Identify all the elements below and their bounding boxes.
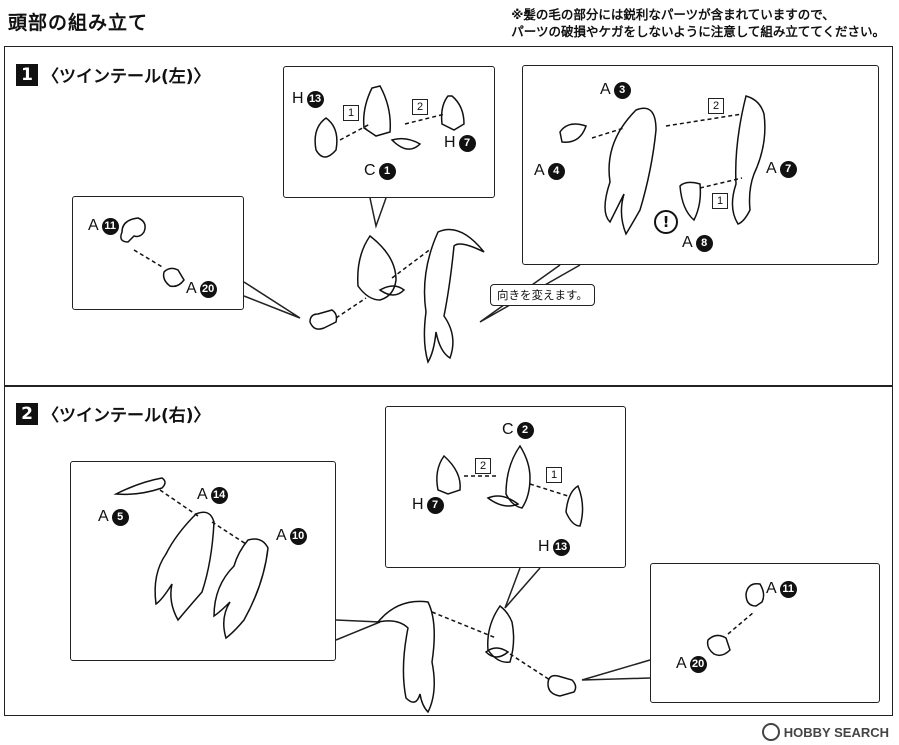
order-box-step2-c-1: 1 (546, 467, 562, 483)
part-a20-right (706, 634, 731, 657)
step-2-header: 2 〈ツインテール(右)〉 (16, 401, 211, 426)
joint-part-right (547, 674, 577, 697)
watermark: HOBBY SEARCH (761, 723, 889, 741)
order-box-step1-h-1: 1 (343, 105, 359, 121)
part-h13-left (314, 117, 338, 158)
step-1-number: 1 (16, 63, 38, 86)
part-a10 (213, 538, 269, 640)
order-box-step1-h-2: 2 (412, 99, 428, 115)
hobby-search-logo-icon (761, 723, 780, 741)
part-a7 (731, 95, 766, 225)
part-a4 (559, 123, 587, 143)
part-h7-right (436, 454, 461, 495)
part-h7-left (440, 95, 465, 131)
part-a11-left (120, 217, 146, 243)
assembly-head-left (357, 234, 397, 301)
part-a11-right (745, 582, 765, 607)
step-2-title: 〈ツインテール(右)〉 (42, 406, 211, 426)
assembly-hair-right (376, 600, 435, 714)
order-box-step1-a-1: 1 (712, 193, 728, 209)
part-a8 (679, 181, 702, 222)
page-title: 頭部の組み立て (8, 12, 149, 34)
part-h13-right (565, 484, 584, 527)
caution-note-line-1: ※髪の毛の部分には鋭利なパーツが含まれていますので、 (511, 7, 835, 22)
caution-note-line-2: パーツの破損やケガをしないように注意して組み立ててください。 (511, 24, 885, 39)
step-1-section (4, 46, 893, 386)
part-a14 (154, 511, 215, 622)
part-c2-right (505, 444, 531, 509)
part-a3 (604, 107, 657, 236)
part-a20-left (162, 267, 185, 288)
part-c1-left (362, 85, 392, 137)
caution-note: ※髪の毛の部分には鋭利なパーツが含まれていますので、 パーツの破損やケガをしない… (511, 6, 885, 40)
order-box-step2-c-2: 2 (475, 458, 491, 474)
assembly-hair-left (423, 228, 485, 364)
step-1-callout-a-hair (522, 65, 879, 265)
step-1-header: 1 〈ツインテール(左)〉 (16, 62, 211, 87)
watermark-text: HOBBY SEARCH (783, 724, 889, 740)
header: 頭部の組み立て ※髪の毛の部分には鋭利なパーツが含まれていますので、 パーツの破… (0, 0, 899, 42)
step-2-callout-joint (650, 563, 880, 703)
order-box-step1-a-2: 2 (708, 98, 724, 114)
part-a5 (113, 477, 166, 496)
step-2-number: 2 (16, 402, 38, 425)
step-1-title: 〈ツインテール(左)〉 (42, 67, 211, 87)
warning-icon: ! (654, 210, 678, 234)
step-2-section (4, 386, 893, 716)
turn-direction-note: 向きを変えます。 (490, 284, 595, 306)
joint-part-left (309, 309, 338, 330)
assembly-head-right (487, 604, 515, 663)
